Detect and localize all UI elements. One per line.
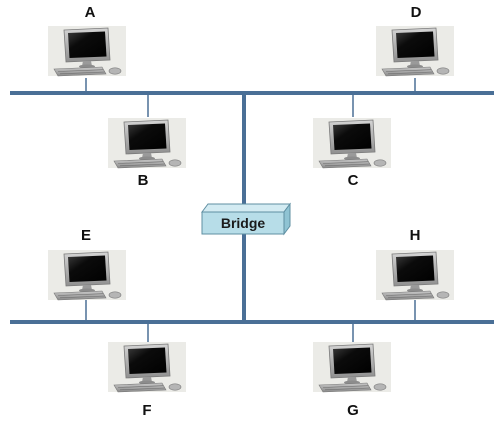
node-label-d: D xyxy=(411,4,422,21)
node-label-c: C xyxy=(348,172,359,189)
computer-g: G xyxy=(312,341,392,419)
bridge-top-face xyxy=(201,203,291,213)
top-bus-cable xyxy=(10,91,494,95)
computer-d: D xyxy=(375,4,455,77)
computer-h: H xyxy=(375,227,455,301)
bridge-device: Bridge xyxy=(201,202,291,236)
node-label-h: H xyxy=(410,227,421,244)
node-label-g: G xyxy=(347,402,359,419)
node-label-f: F xyxy=(142,402,151,419)
node-label-b: B xyxy=(138,172,149,189)
bottom-bus-cable xyxy=(10,320,494,324)
bridge-front-face xyxy=(201,211,285,235)
node-label-a: A xyxy=(85,4,96,21)
computer-e: E xyxy=(47,227,127,301)
computer-a: A xyxy=(47,4,127,77)
node-label-e: E xyxy=(81,227,91,244)
computer-c: C xyxy=(312,117,392,189)
bridge-label: Bridge xyxy=(221,215,266,231)
computer-f: F xyxy=(107,341,187,419)
computer-b: B xyxy=(107,117,187,189)
